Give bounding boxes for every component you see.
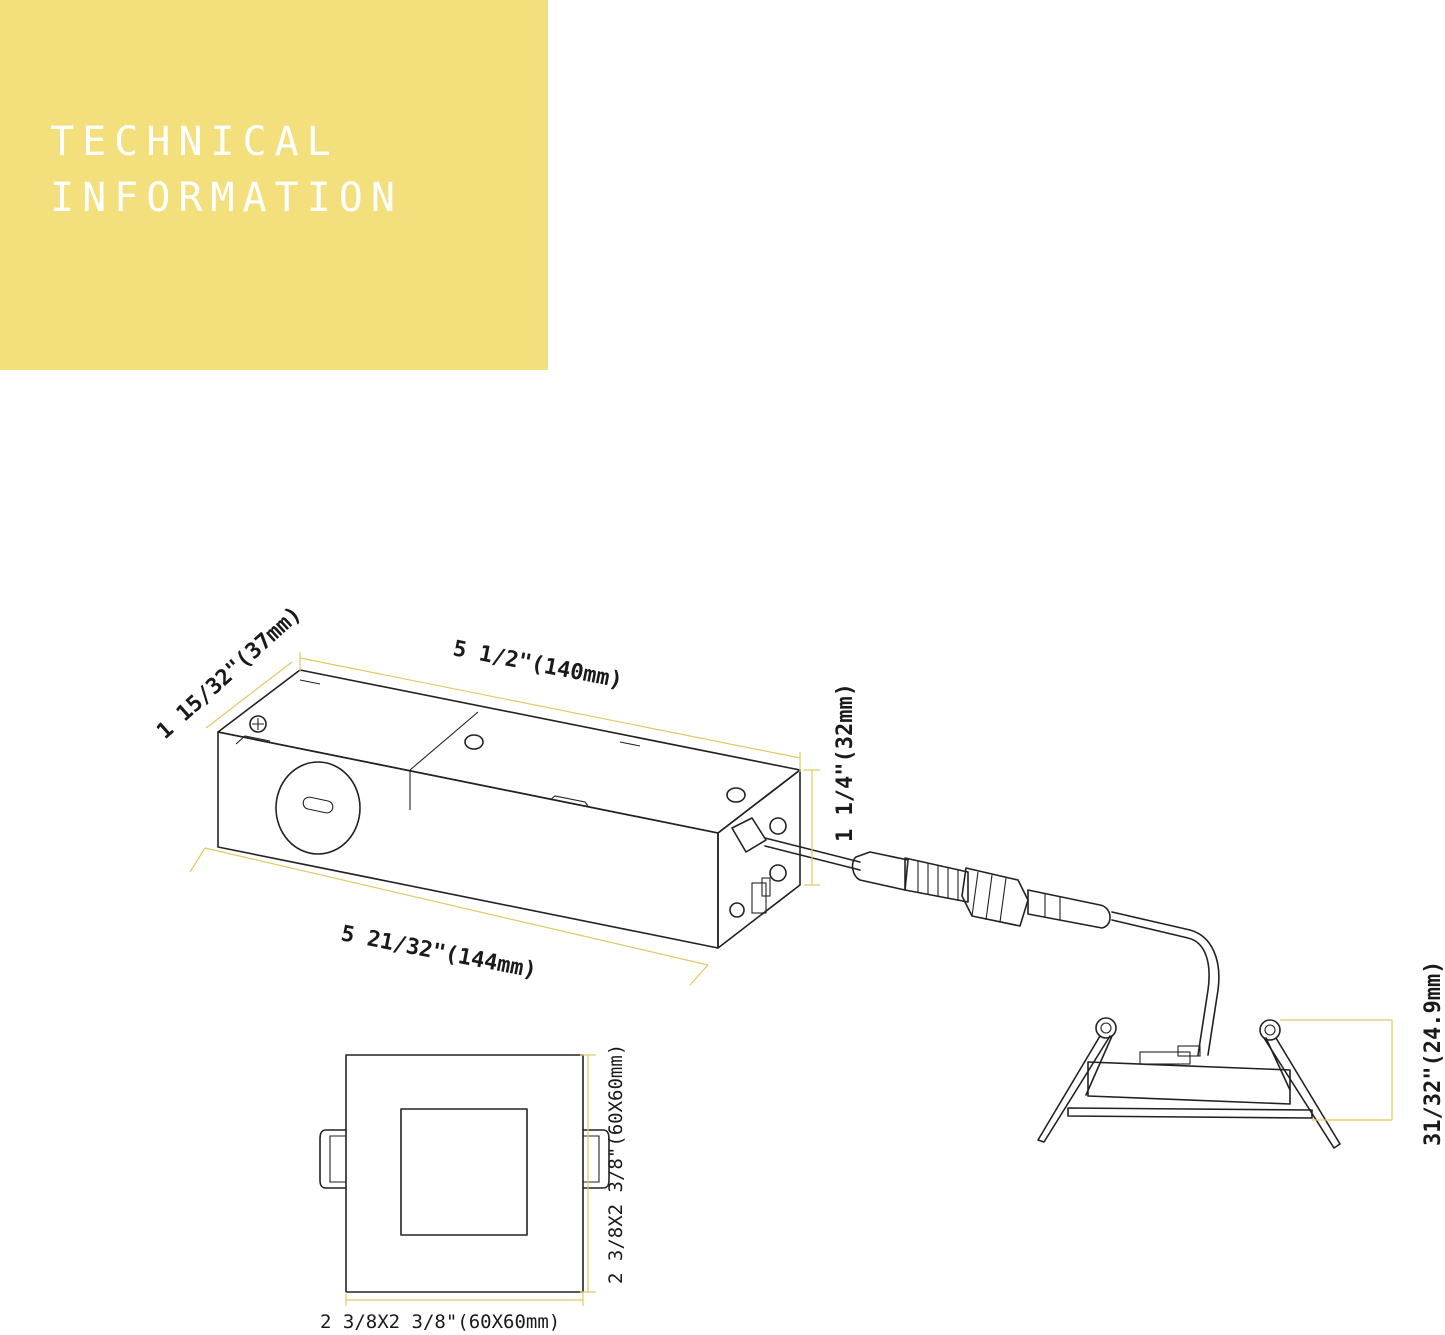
dim-trim-bottom: 2 3/8X2 3/8"(60X60mm) (320, 1311, 560, 1333)
connector-cable (764, 837, 1220, 1056)
dimension-lines (189, 652, 1393, 1306)
dim-trim-side: 2 3/8X2 3/8"(60X60mm) (605, 1044, 627, 1284)
title-banner: TECHNICAL INFORMATION (0, 0, 548, 370)
dim-box-bottom-length: 5 21/32"(144mm) (339, 921, 539, 983)
junction-box (217, 669, 801, 949)
dim-box-top-length: 5 1/2"(140mm) (451, 636, 625, 693)
downlight-fixture (1037, 1017, 1341, 1149)
banner-title-line-1: TECHNICAL (50, 119, 339, 165)
trim-front-view (319, 1054, 610, 1293)
banner-title-line-2: INFORMATION (50, 175, 403, 221)
dim-fixture-height: 31/32"(24.9mm) (1421, 961, 1445, 1146)
dim-box-height: 1 1/4"(32mm) (833, 683, 858, 842)
